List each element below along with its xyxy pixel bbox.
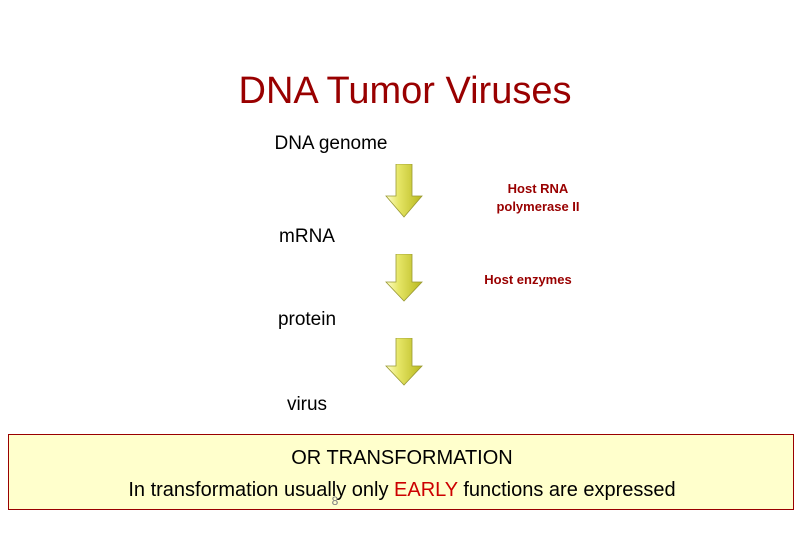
- callout-line-1: OR TRANSFORMATION: [291, 447, 513, 469]
- callout-line-2-after: functions are expressed: [457, 479, 676, 501]
- annotation-host-rna-polymerase: Host RNA polymerase II: [496, 181, 580, 214]
- flow-step-virus: virus: [286, 394, 328, 415]
- page-title: DNA Tumor Viruses: [238, 70, 572, 112]
- flow-step-mrna: mRNA: [279, 226, 335, 247]
- callout-box: OR TRANSFORMATION In transformation usua…: [8, 434, 794, 510]
- annotation-host-enzymes: Host enzymes: [484, 272, 572, 287]
- down-arrow-icon: [384, 254, 424, 302]
- flow-step-dna-genome: DNA genome: [274, 133, 388, 154]
- callout-line-2-before: In transformation usually only: [128, 479, 395, 501]
- flow-step-protein: protein: [277, 309, 337, 330]
- down-arrow-icon: [384, 164, 424, 218]
- page-number: 8: [331, 494, 339, 508]
- down-arrow-icon: [384, 338, 424, 386]
- callout-line-2: In transformation usually only EARLY fun…: [9, 479, 795, 502]
- callout-highlight-early: EARLY: [394, 479, 458, 501]
